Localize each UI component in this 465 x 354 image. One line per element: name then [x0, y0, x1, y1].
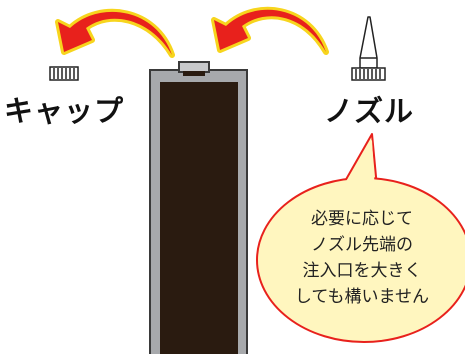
nozzle-label: ノズル	[324, 94, 415, 128]
bubble-line: ノズル先端の	[311, 235, 413, 255]
cap-icon	[49, 66, 79, 81]
cap-label: キャップ	[4, 94, 125, 128]
bubble-line: 必要に応じて	[311, 209, 413, 229]
bubble-line: しても構いません	[294, 287, 430, 307]
bottle-icon	[149, 61, 248, 354]
curved-arrow-icon	[55, 8, 175, 58]
speech-bubble-text: 必要に応じて ノズル先端の 注入口を大きく しても構いません	[262, 206, 462, 310]
bubble-line: 注入口を大きく	[302, 261, 422, 281]
nozzle-icon	[351, 16, 386, 81]
curved-arrow-icon	[211, 6, 329, 55]
speech-bubble	[256, 133, 465, 343]
